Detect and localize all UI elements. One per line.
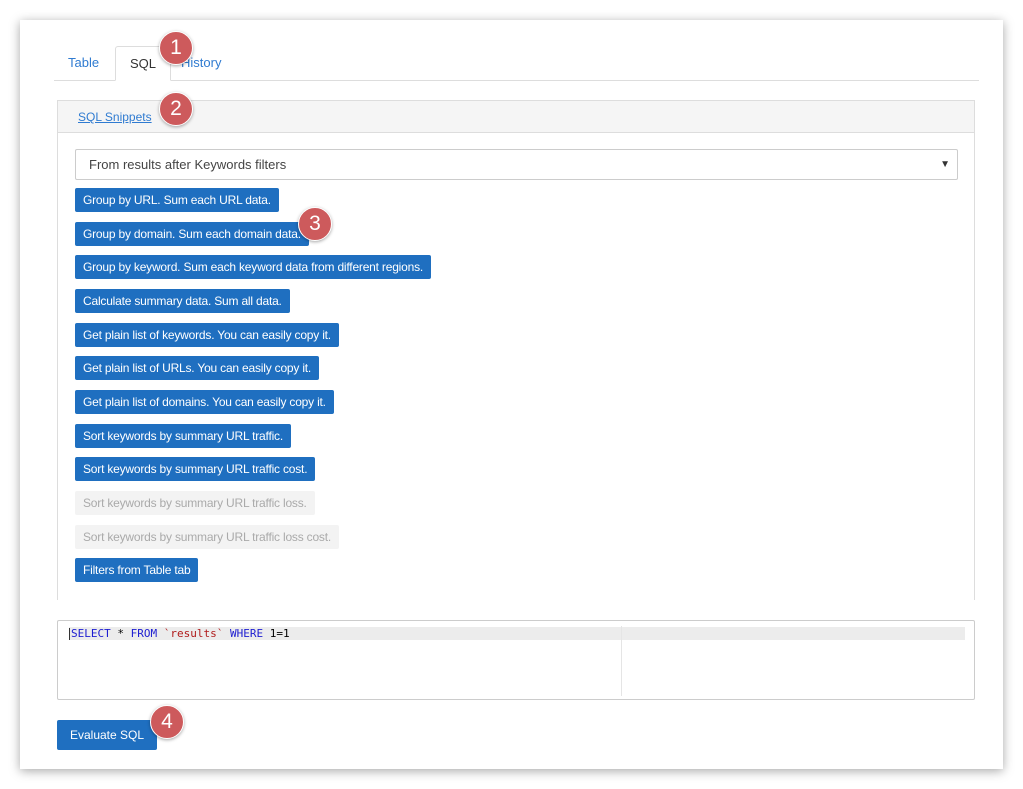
tab-history[interactable]: History (181, 55, 222, 70)
snippet-button[interactable]: Group by domain. Sum each domain data. (75, 221, 309, 246)
snippet-button[interactable]: Filters from Table tab (75, 558, 199, 583)
snippet-button[interactable]: Calculate summary data. Sum all data. (75, 288, 290, 313)
kw-where: WHERE (229, 627, 264, 640)
kw-from: FROM (130, 627, 158, 640)
snippets-panel: SQL Snippets From results after Keywords… (57, 100, 975, 600)
snippet-button: Sort keywords by summary URL traffic los… (75, 490, 315, 515)
panel-header: SQL Snippets (58, 101, 974, 133)
step-badge-4: 4 (150, 705, 184, 739)
snippet-button[interactable]: Group by keyword. Sum each keyword data … (75, 255, 432, 280)
sql-editor[interactable]: SELECT * FROM `results` WHERE 1=1 (57, 620, 975, 700)
tab-table[interactable]: Table (68, 55, 100, 70)
code-table: `results` (163, 627, 224, 640)
step-badge-3: 3 (298, 207, 332, 241)
kw-select: SELECT (71, 627, 111, 640)
source-select-value: From results after Keywords filters (89, 157, 287, 172)
step-badge-1: 1 (159, 31, 193, 65)
snippet-button[interactable]: Get plain list of URLs. You can easily c… (75, 356, 320, 381)
print-margin (621, 626, 622, 696)
code-line: SELECT * FROM `results` WHERE 1=1 (69, 627, 965, 640)
snippet-button[interactable]: Sort keywords by summary URL traffic. (75, 423, 291, 448)
snippet-button[interactable]: Get plain list of keywords. You can easi… (75, 322, 339, 347)
snippet-button[interactable]: Group by URL. Sum each URL data. (75, 188, 279, 212)
snippet-button: Sort keywords by summary URL traffic los… (75, 524, 340, 549)
tab-bar: Table SQL History (54, 46, 979, 81)
snippet-button[interactable]: Get plain list of domains. You can easil… (75, 389, 334, 414)
source-select[interactable]: From results after Keywords filters ▼ (75, 149, 958, 180)
chevron-down-icon: ▼ (940, 159, 950, 170)
code-star: * (110, 627, 131, 640)
text-cursor (69, 628, 70, 640)
code-condition: 1=1 (263, 627, 290, 640)
snippet-button[interactable]: Sort keywords by summary URL traffic cos… (75, 457, 316, 482)
sql-snippets-link[interactable]: SQL Snippets (78, 110, 152, 124)
step-badge-2: 2 (159, 92, 193, 126)
evaluate-sql-button[interactable]: Evaluate SQL (57, 720, 157, 750)
